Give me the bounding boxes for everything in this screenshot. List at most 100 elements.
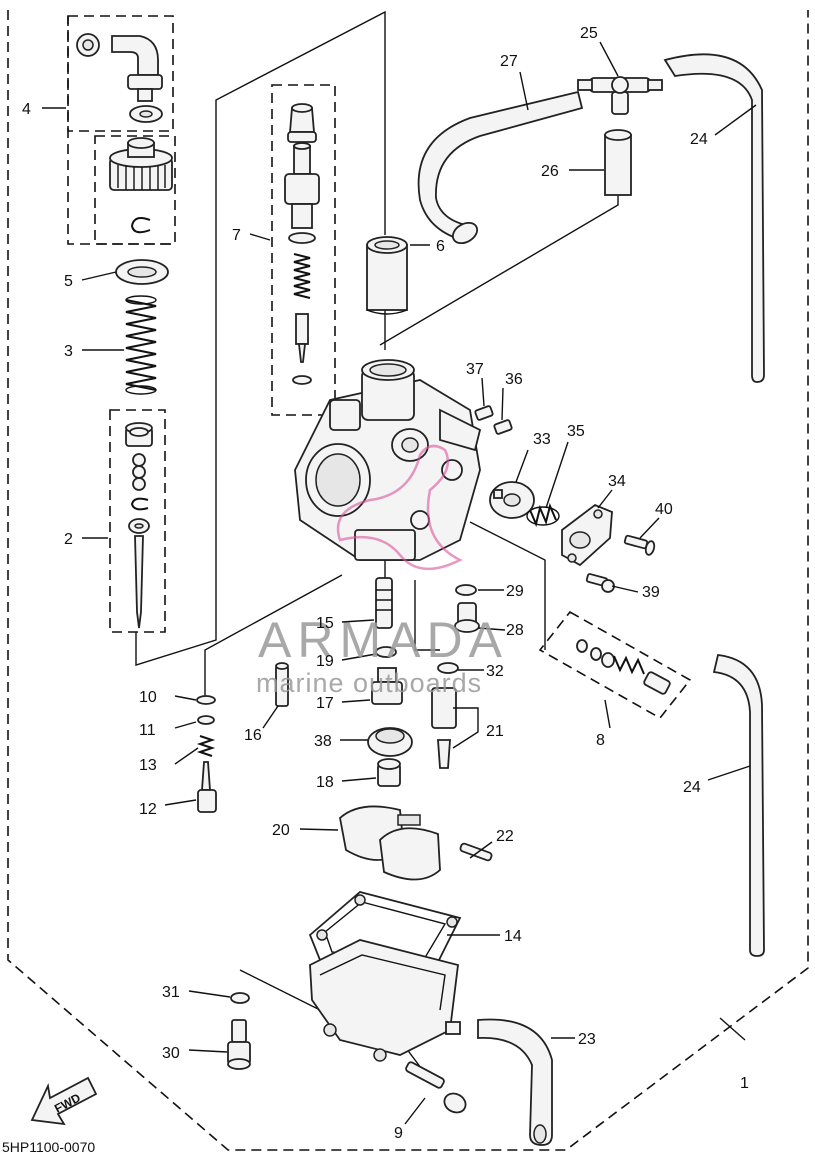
part-12-throttle-screw — [197, 761, 217, 813]
part-25-t-joint — [577, 76, 663, 115]
part-34-cover — [561, 503, 613, 567]
callout-9: 9 — [394, 1125, 403, 1142]
assembly-line-main-jet — [204, 574, 343, 698]
callout-12: 12 — [139, 801, 157, 818]
part-35-spring — [526, 502, 560, 528]
part-31-washer — [230, 992, 250, 1004]
assembly-line-hose — [379, 195, 619, 346]
callout-15: 15 — [316, 615, 334, 632]
part-4-elbow-fitting — [76, 33, 163, 123]
callout-20: 20 — [272, 822, 290, 839]
part-37-screw — [474, 405, 494, 421]
part-20-float — [339, 805, 441, 881]
callout-30: 30 — [162, 1045, 180, 1062]
part-8-pilot-screw-set — [576, 639, 671, 695]
callout-34: 34 — [608, 473, 626, 490]
part-5-washer — [115, 259, 169, 285]
callout-14: 14 — [504, 928, 522, 945]
callout-32: 32 — [486, 663, 504, 680]
watermark-title: ARMADA — [258, 612, 508, 668]
callout-26: 26 — [541, 163, 559, 180]
callout-6: 6 — [436, 238, 445, 255]
callout-1: 1 — [740, 1075, 749, 1092]
callout-38: 38 — [314, 733, 332, 750]
callout-8: 8 — [596, 732, 605, 749]
part-15-needle-jet — [375, 577, 393, 629]
part-11-washer — [197, 715, 215, 725]
assembly-boundary — [7, 10, 809, 1151]
part-40-screw — [623, 534, 656, 556]
callout-24-lower: 24 — [683, 779, 701, 796]
callout-numbers: 1 2 3 4 5 6 7 8 9 10 11 12 13 14 15 16 1… — [22, 25, 749, 1142]
callout-24-upper: 24 — [690, 131, 708, 148]
part-23-drain-hose — [477, 1018, 553, 1146]
group-box-4-outline — [67, 16, 175, 245]
part-22-float-pin — [459, 842, 493, 862]
part-10-o-ring — [196, 695, 216, 705]
callout-3: 3 — [64, 343, 73, 360]
part-30-screw — [227, 1019, 251, 1070]
float-bowl — [309, 939, 461, 1062]
group-box-2 — [109, 409, 166, 633]
callout-5: 5 — [64, 273, 73, 290]
part-38-washer — [367, 727, 413, 757]
callout-7: 7 — [232, 227, 241, 244]
group-box-8 — [538, 610, 692, 720]
part-19-o-ring — [375, 646, 397, 658]
callout-10: 10 — [139, 689, 157, 706]
assembly-line-pilot — [469, 521, 546, 650]
part-3-spring — [125, 295, 157, 395]
callout-17: 17 — [316, 695, 334, 712]
part-39-screw — [585, 573, 615, 593]
callout-13: 13 — [139, 757, 157, 774]
callout-36: 36 — [505, 371, 523, 388]
assembly-line-float — [414, 580, 440, 651]
watermark-subtitle: marine outboards — [256, 668, 482, 698]
part-21-needle-valve — [431, 687, 457, 769]
part-27-hose — [417, 90, 584, 245]
part-36-screw — [493, 419, 513, 435]
part-13-spring — [196, 735, 216, 757]
assembly-line-slide — [135, 10, 386, 666]
part-24-vent-hose-upper — [663, 53, 765, 383]
part-6-cylinder-tube — [366, 236, 408, 315]
watermark-swirl-icon — [336, 444, 463, 571]
callout-35: 35 — [567, 423, 585, 440]
callout-25: 25 — [580, 25, 598, 42]
callout-40: 40 — [655, 501, 673, 518]
callout-23: 23 — [578, 1031, 596, 1048]
part-4-top-cap — [109, 137, 173, 191]
part-24-vent-hose-lower — [712, 654, 765, 957]
part-7-throttle-valve-assembly — [284, 103, 320, 385]
callout-16: 16 — [244, 727, 262, 744]
callout-22: 22 — [496, 828, 514, 845]
callout-18: 18 — [316, 774, 334, 791]
diagram-code: 5HP1100-0070 — [2, 1139, 95, 1155]
callout-27: 27 — [500, 53, 518, 70]
callout-28: 28 — [506, 622, 524, 639]
callout-19: 19 — [316, 653, 334, 670]
part-26-tube — [604, 129, 632, 196]
callout-31: 31 — [162, 984, 180, 1001]
part-33-diaphragm — [489, 481, 535, 519]
fwd-arrow-icon: FWD — [30, 1076, 98, 1126]
callout-39: 39 — [642, 584, 660, 601]
part-9-drain-screw — [405, 1061, 467, 1114]
callout-leaders — [42, 41, 757, 1125]
callout-21: 21 — [486, 723, 504, 740]
callout-11: 11 — [139, 722, 156, 739]
group-box-4-upper — [67, 15, 174, 132]
callout-2: 2 — [64, 531, 73, 548]
carburetor-body — [294, 359, 482, 561]
part-18-main-jet — [377, 758, 401, 787]
callout-4: 4 — [22, 101, 31, 118]
callout-29: 29 — [506, 583, 524, 600]
part-16-pilot-jet — [275, 662, 289, 707]
part-28-plug — [454, 602, 480, 633]
part-29-washer — [455, 584, 477, 596]
watermark: ARMADA marine outboards — [256, 444, 508, 698]
part-32-o-ring — [437, 662, 459, 674]
callout-37: 37 — [466, 361, 484, 378]
callout-33: 33 — [533, 431, 551, 448]
